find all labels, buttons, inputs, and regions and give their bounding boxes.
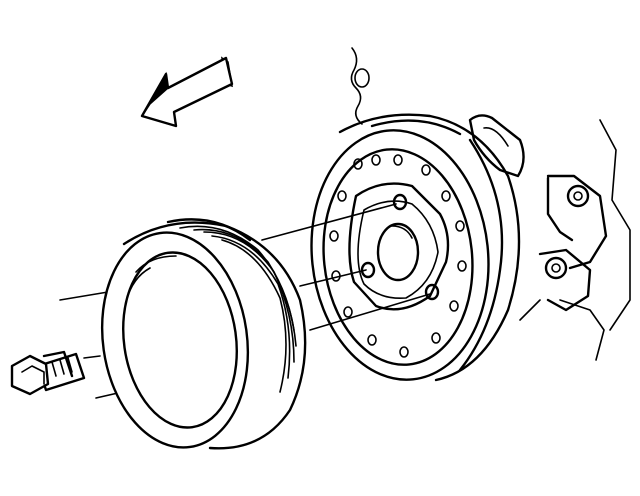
- crankshaft-balancer: [310, 113, 521, 382]
- engine-wire: [350, 47, 370, 125]
- direction-arrow: [140, 56, 234, 128]
- engine-block-bracket: [468, 114, 631, 361]
- balancer-bolt-holes: [329, 154, 467, 358]
- pulley-bolt: [10, 350, 86, 396]
- drive-belt-pulley: [100, 218, 307, 450]
- balancer-mount-holes: [360, 193, 440, 301]
